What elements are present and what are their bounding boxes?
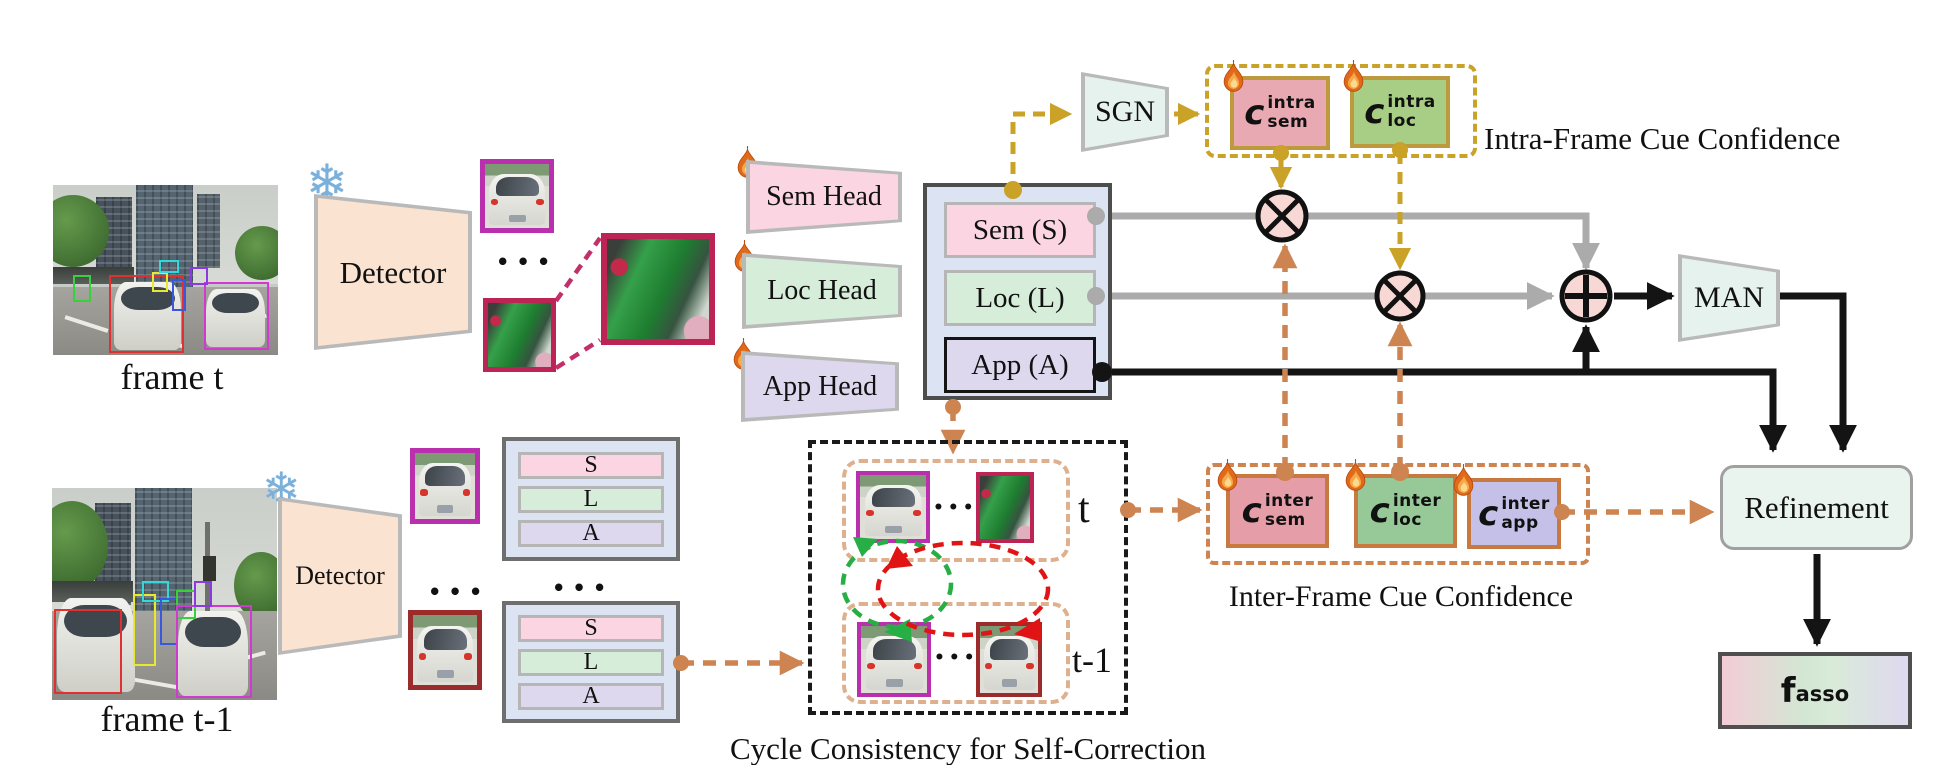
frame-t1-image <box>52 488 277 700</box>
detector-t-module: Detector <box>314 194 472 350</box>
cycle-t1-label: t-1 <box>1072 640 1112 680</box>
blurry-crop-t <box>483 298 556 372</box>
detection-box <box>73 275 92 303</box>
scene-building <box>197 193 220 269</box>
ellipsis: ••• <box>552 576 614 600</box>
flame-icon <box>1342 459 1369 492</box>
stack-app-row: A <box>518 682 664 710</box>
sem-head-label: Sem Head <box>766 181 882 212</box>
detection-box <box>203 281 269 350</box>
cycle-title: Cycle Consistency for Self-Correction <box>729 731 1207 765</box>
scene-tree <box>53 195 110 267</box>
intra-confidence-title: Intra-Frame Cue Confidence <box>1484 121 1841 156</box>
stack-app-row: A <box>518 519 664 547</box>
frame-t-label: frame t <box>120 357 224 397</box>
ellipsis: ••• <box>496 250 558 274</box>
man-module: MAN <box>1678 254 1780 342</box>
intra-confidence-group <box>1205 64 1477 158</box>
loc-cue-box: Loc (L) <box>944 270 1096 326</box>
car-crop-t1 <box>410 448 480 524</box>
add-operator <box>1559 269 1613 323</box>
blurry-crop-zoomed <box>601 233 715 345</box>
app-cue-box: App (A) <box>944 337 1096 393</box>
scene-car <box>113 281 182 350</box>
detection-box <box>172 278 186 311</box>
ellipsis: ••• <box>428 580 490 604</box>
scene-building <box>135 488 192 620</box>
sem-head-module: Sem Head <box>746 160 902 234</box>
cycle-t-label: t <box>1078 486 1090 532</box>
car-crop-t1-b <box>408 610 482 690</box>
stack-sem-row: S <box>518 451 664 479</box>
detection-box <box>133 594 156 667</box>
flame-icon <box>1214 459 1241 492</box>
loc-head-label: Loc Head <box>767 275 877 306</box>
detection-box <box>193 581 212 607</box>
inter-confidence-title: Inter-Frame Cue Confidence <box>1228 580 1574 613</box>
app-head-label: App Head <box>762 370 878 402</box>
scene-tree <box>235 225 278 281</box>
scene-car <box>206 288 265 347</box>
man-label: MAN <box>1693 281 1764 314</box>
ellipsis: ••• <box>934 648 979 668</box>
scene-tree <box>52 500 109 590</box>
multiply-operator-loc <box>1374 270 1426 322</box>
detection-box <box>190 266 209 286</box>
cycle-crop-t-car <box>856 471 930 543</box>
multiply-operator-sem <box>1255 189 1309 243</box>
cue-stack-top: S L A <box>502 437 680 561</box>
refinement-module: Refinement <box>1720 465 1913 550</box>
detection-box <box>158 259 179 274</box>
detector-t1-module: Detector <box>278 497 402 655</box>
detection-box <box>175 604 253 698</box>
stack-loc-row: L <box>518 648 664 676</box>
cycle-consistency-group <box>808 440 1128 715</box>
flame-icon <box>1220 60 1247 93</box>
scene-car <box>178 610 248 696</box>
cycle-crop-t-blurry <box>976 472 1034 543</box>
scene-traffic-light <box>202 555 217 582</box>
ellipsis: ••• <box>933 498 978 518</box>
detection-box <box>152 271 168 293</box>
scene-tree <box>234 551 277 620</box>
cue-container: Sem (S) Loc (L) App (A) <box>923 183 1112 400</box>
loc-head-module: Loc Head <box>742 253 902 329</box>
scene-building <box>136 185 193 291</box>
stack-sem-row: S <box>518 614 664 642</box>
detector-label: Detector <box>339 254 447 290</box>
flame-icon <box>1450 464 1477 497</box>
app-head-module: App Head <box>741 351 899 422</box>
scene-awning <box>52 581 133 603</box>
sem-cue-box: Sem (S) <box>944 202 1096 258</box>
cue-stack-bottom: S L A <box>502 601 680 723</box>
detection-box <box>109 275 184 354</box>
sgn-module: SGN <box>1081 72 1169 152</box>
cycle-crop-t1-car <box>857 622 931 697</box>
detection-box <box>142 581 169 603</box>
frame-t-image <box>53 185 278 355</box>
stack-loc-row: L <box>518 485 664 513</box>
flame-icon <box>1340 60 1367 93</box>
frame-t1-label: frame t-1 <box>100 699 234 739</box>
detector-label: Detector <box>295 561 385 590</box>
detection-box <box>54 608 122 694</box>
sgn-label: SGN <box>1094 95 1155 128</box>
cycle-crop-t1-car-b <box>976 622 1042 697</box>
car-crop-t <box>480 159 554 233</box>
